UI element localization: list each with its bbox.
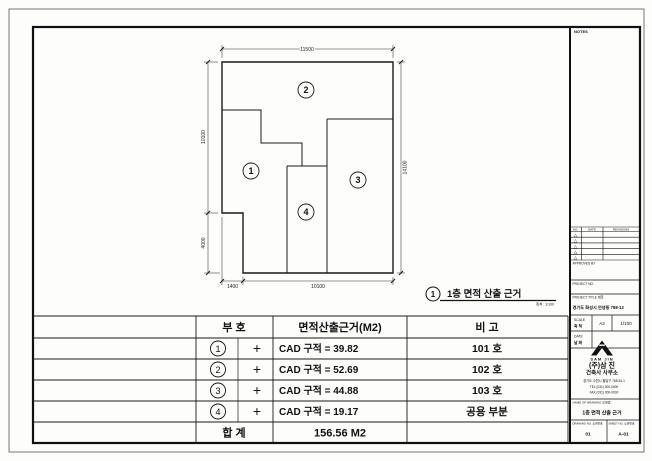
approved-label: APPROVED BY <box>573 262 597 266</box>
dim-bottom-left: 1400 <box>227 284 238 290</box>
plan-title-text: 1층 면적 산출 근거 <box>447 288 521 300</box>
table-grid <box>33 315 569 443</box>
scale-value: 1/100 <box>620 321 632 326</box>
plan-title-callout: 1 1층 면적 산출 근거 축척 : 1/100 <box>425 286 556 307</box>
sheet-borders <box>8 8 645 453</box>
region-2-label: 2 <box>303 85 308 95</box>
table-row: 1 + CAD 구적 = 39.82 101 호 <box>210 340 502 357</box>
dimension-lines <box>204 45 405 285</box>
company-logo-icon <box>591 340 613 356</box>
rev-col-date: DATE <box>588 228 596 232</box>
drawing-no-value: 01 <box>585 432 591 438</box>
region-markers: 1 2 3 4 <box>242 81 367 221</box>
project-no-label: PROJECT NO. <box>573 282 594 286</box>
floor-plan: 11500 10100 4000 14100 1400 10100 1 2 3 … <box>200 45 410 291</box>
row-remark: 공용 부분 <box>466 405 508 418</box>
col-header-symbol: 부 호 <box>222 320 245 334</box>
dim-top: 11500 <box>300 47 314 53</box>
table-row: 3 + CAD 구적 = 44.88 103 호 <box>210 382 502 399</box>
sheet-no-value: A-01 <box>618 432 629 438</box>
row-basis: CAD 구적 = 52.69 <box>279 363 359 376</box>
company-fax: FAX (031) 000-0000 <box>590 391 619 395</box>
region-4-label: 4 <box>303 207 308 217</box>
date-label-ko: 날 짜 <box>574 340 583 345</box>
drawing-name-box: NAME OF DRAWING 도면명 1층 면적 산출 근거 DRAWING … <box>570 398 640 443</box>
company-en: SAM JIN <box>590 357 613 362</box>
total-value: 156.56 M2 <box>314 428 366 440</box>
drawing-no-label: DRAWING NO. 도면번호 <box>573 422 604 426</box>
region-1-label: 1 <box>248 166 253 176</box>
info-boxes: APPROVED BY PROJECT NO. PROJECT TITLE 제목… <box>570 262 640 349</box>
scale-label-en: SCALE <box>574 318 586 322</box>
partition-lines <box>222 109 393 273</box>
company-tel: TEL (031) 000-0000 <box>590 385 619 389</box>
rev-col-no: NO. <box>573 228 579 232</box>
total-label: 합 계 <box>222 426 245 440</box>
rev-marker: △ <box>574 244 578 249</box>
rev-marker: △ <box>574 255 578 260</box>
dim-bottom-right: 10100 <box>311 284 325 290</box>
table-total-row: 합 계 156.56 M2 <box>222 426 366 440</box>
project-address: 경기도 화성시 안녕동 788-13 <box>573 304 625 311</box>
dim-right: 14100 <box>403 160 409 174</box>
paper-size-value: A3 <box>599 321 605 326</box>
notes-label: NOTES <box>574 29 588 34</box>
scale-label-ko: 축 척 <box>574 324 583 329</box>
plan-scale-note: 축척 : 1/100 <box>536 302 554 307</box>
col-header-basis: 면적산출근거(M2) <box>298 320 382 334</box>
row-basis: CAD 구적 = 19.17 <box>279 405 359 418</box>
rev-marker: △ <box>574 250 578 255</box>
row-basis: CAD 구적 = 44.88 <box>279 384 359 397</box>
row-symbol: 3 <box>215 386 220 396</box>
area-table: 부 호 면적산출근거(M2) 비 고 1 + CAD 구적 = 39.82 10… <box>33 315 569 443</box>
project-title-label: PROJECT TITLE 제목 <box>573 295 604 300</box>
row-plus: + <box>253 403 261 419</box>
title-block: NOTES NO. DATE REVISIONS △ △ △ △ △ <box>570 29 640 443</box>
revision-table: NO. DATE REVISIONS △ △ △ △ △ <box>570 226 640 261</box>
rev-marker: △ <box>574 238 578 243</box>
row-symbol: 4 <box>215 407 220 417</box>
table-row: 2 + CAD 구적 = 52.69 102 호 <box>210 361 502 378</box>
region-3-label: 3 <box>355 175 360 185</box>
rev-col-revisions: REVISIONS <box>613 228 629 232</box>
row-basis: CAD 구적 = 39.82 <box>279 342 359 355</box>
row-plus: + <box>253 382 261 398</box>
date-label-en: DATE <box>574 335 584 339</box>
row-remark: 101 호 <box>472 342 502 355</box>
company-name: (주)삼 진 <box>589 361 615 370</box>
row-symbol: 2 <box>215 365 220 375</box>
dim-left-upper: 10100 <box>201 130 207 144</box>
drawing-name-label: NAME OF DRAWING 도면명 <box>573 400 611 405</box>
rev-marker: △ <box>574 232 578 237</box>
row-plus: + <box>253 361 261 377</box>
dim-left-lower: 4000 <box>201 237 207 248</box>
drawing-name-value: 1층 면적 산출 근거 <box>582 410 622 417</box>
plan-title-number: 1 <box>431 290 436 299</box>
row-remark: 103 호 <box>472 384 502 397</box>
company-addr: 경기도 수원시 팔달구 788-34-1 <box>583 378 625 383</box>
sheet-no-label: SHEET NO. 도면번호 <box>609 422 636 426</box>
row-remark: 102 호 <box>472 363 502 376</box>
col-header-remark: 비 고 <box>475 320 498 334</box>
building-outline <box>221 61 394 274</box>
table-row: 4 + CAD 구적 = 19.17 공용 부분 <box>210 403 508 420</box>
row-symbol: 1 <box>215 344 220 354</box>
company-type: 건축사 사무소 <box>586 369 618 377</box>
row-plus: + <box>253 340 261 356</box>
company-stamp: SAM JIN (주)삼 진 건축사 사무소 경기도 수원시 팔달구 788-3… <box>583 340 625 395</box>
